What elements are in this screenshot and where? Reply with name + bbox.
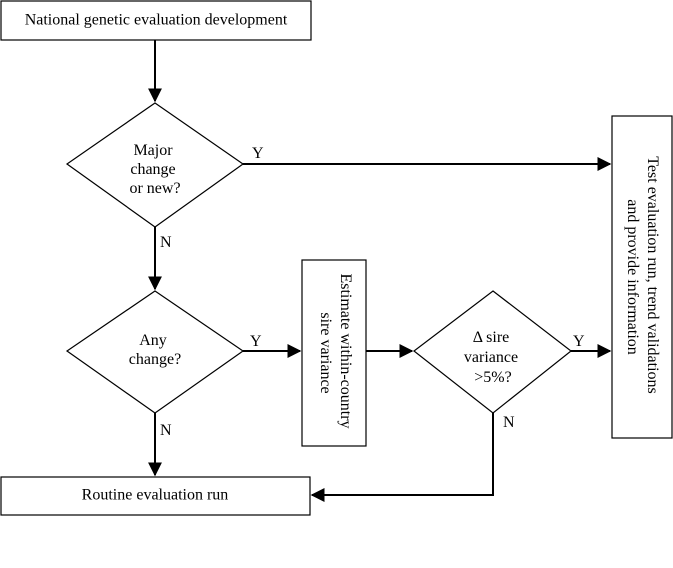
decision-variance-line-3: >5%? <box>474 369 511 386</box>
decision-any-change: Any change? <box>65 290 245 414</box>
node-estimate-line-1: Estimate within-country <box>337 273 354 428</box>
edge-label-any-yes: Y <box>250 333 262 350</box>
edge-label-any-no: N <box>160 422 172 439</box>
node-start: National genetic evaluation development <box>0 0 312 41</box>
decision-major-change: Major change or new? <box>65 102 245 228</box>
decision-major-change-label: Major change or new? <box>129 142 180 197</box>
node-estimate-line-2: sire variance <box>317 312 334 393</box>
edge-label-major-no: N <box>160 234 172 251</box>
edge-label-variance-yes: Y <box>573 333 585 350</box>
decision-any-line-2: change? <box>129 351 181 368</box>
decision-major-line-3: or new? <box>129 180 180 197</box>
node-routine-evaluation: Routine evaluation run <box>0 476 311 516</box>
node-test-line-1: Test evaluation run, trend validations <box>644 156 661 393</box>
decision-major-line-1: Major <box>133 142 173 159</box>
decision-sire-variance: Δ sire variance >5%? <box>413 290 572 414</box>
arrow-variance-to-routine <box>310 413 494 502</box>
edge-label-variance-no: N <box>503 414 515 431</box>
decision-sire-variance-label: Δ sire variance >5%? <box>464 329 522 386</box>
decision-any-change-label: Any change? <box>129 332 181 368</box>
edge-label-major-yes: Y <box>252 145 264 162</box>
node-start-label: National genetic evaluation development <box>25 12 288 29</box>
decision-major-line-2: change <box>130 161 175 178</box>
node-test-evaluation: Test evaluation run, trend validations a… <box>611 115 673 439</box>
node-test-line-2: and provide information <box>624 199 641 355</box>
node-routine-label: Routine evaluation run <box>82 487 229 504</box>
decision-variance-line-2: variance <box>464 349 518 366</box>
decision-variance-line-1: Δ sire <box>473 329 510 346</box>
decision-any-line-1: Any <box>139 332 167 349</box>
node-estimate-label: Estimate within-country sire variance <box>317 273 354 432</box>
node-test-label: Test evaluation run, trend validations a… <box>624 156 661 397</box>
node-estimate-sire-variance: Estimate within-country sire variance <box>301 259 367 447</box>
